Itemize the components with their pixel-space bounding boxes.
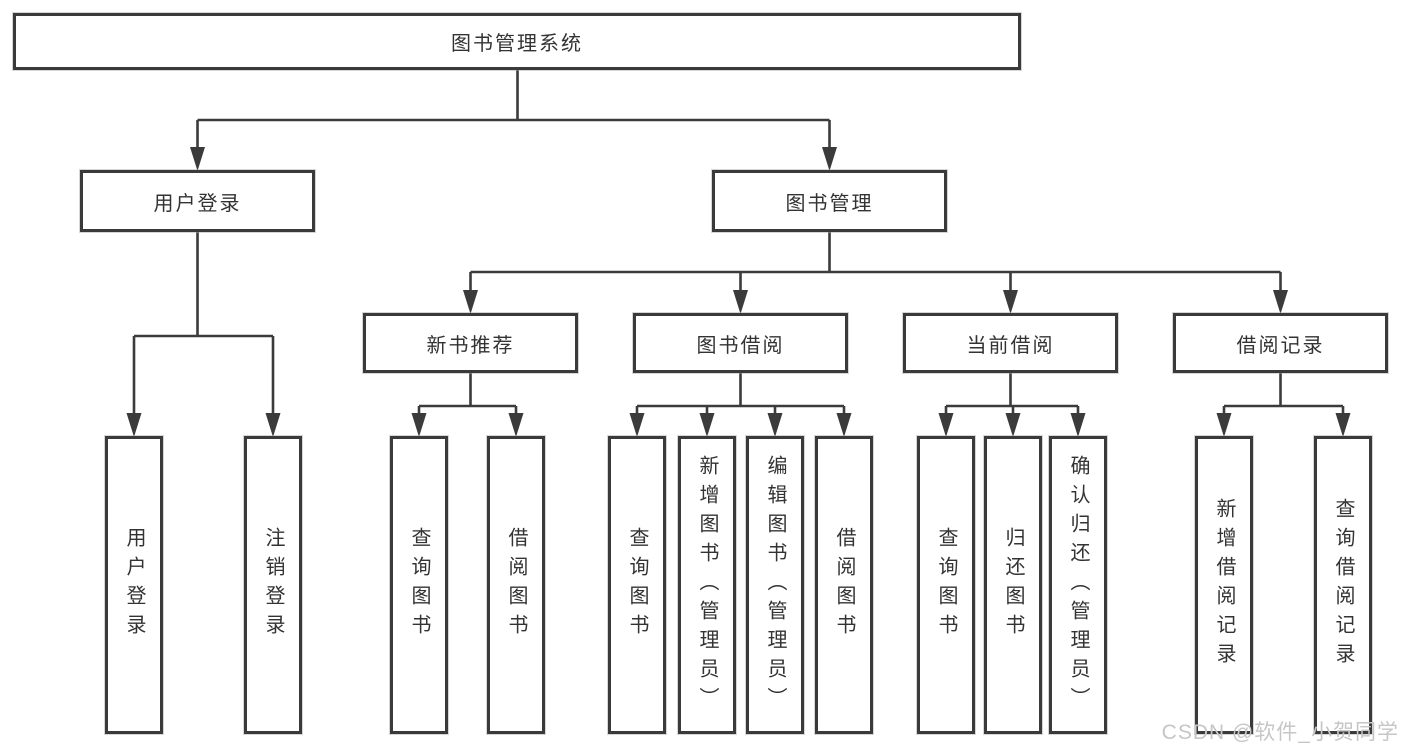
leaf-br-query-record: 查询借阅记录 bbox=[1314, 436, 1372, 734]
leaf-bb-query-books: 查询图书 bbox=[608, 436, 666, 734]
node-user-login-label: 用户登录 bbox=[153, 192, 242, 215]
node-borrow-records: 借阅记录 bbox=[1173, 313, 1388, 373]
leaf-logout-label: 注销登录 bbox=[262, 527, 284, 643]
leaf-user-login: 用户登录 bbox=[105, 436, 163, 734]
connector-bookmgmt-to-level3 bbox=[463, 232, 1288, 314]
csdn-watermark: CSDN @软件_小贺同学 bbox=[1161, 721, 1399, 744]
connector-bookborrow-to-leaves bbox=[629, 373, 852, 437]
node-book-borrow: 图书借阅 bbox=[633, 313, 848, 373]
leaf-nb-query-books: 查询图书 bbox=[390, 436, 448, 734]
connector-newbook-to-leaves bbox=[411, 373, 524, 437]
node-book-management: 图书管理 bbox=[712, 170, 947, 232]
leaf-nb-borrow-books-label: 借阅图书 bbox=[505, 527, 527, 643]
leaf-cb-return-books: 归还图书 bbox=[984, 436, 1042, 734]
leaf-cb-query-books-label: 查询图书 bbox=[935, 527, 957, 643]
leaf-br-add-record-label: 新增借阅记录 bbox=[1213, 498, 1235, 672]
node-new-book-recommend-label: 新书推荐 bbox=[426, 334, 515, 357]
node-book-management-label: 图书管理 bbox=[785, 192, 874, 215]
connector-borrowrecord-to-leaves bbox=[1216, 373, 1351, 437]
leaf-cb-return-books-label: 归还图书 bbox=[1002, 527, 1024, 643]
leaf-br-add-record: 新增借阅记录 bbox=[1195, 436, 1253, 734]
leaf-bb-query-books-label: 查询图书 bbox=[626, 527, 648, 643]
leaf-bb-borrow-books: 借阅图书 bbox=[815, 436, 873, 734]
node-current-borrow-label: 当前借阅 bbox=[966, 334, 1055, 357]
leaf-bb-add-books-admin-label: 新增图书（管理员） bbox=[696, 454, 718, 716]
leaf-logout: 注销登录 bbox=[244, 436, 302, 734]
leaf-user-login-label: 用户登录 bbox=[123, 527, 145, 643]
leaf-cb-query-books: 查询图书 bbox=[917, 436, 975, 734]
leaf-cb-confirm-return-admin-label: 确认归还（管理员） bbox=[1067, 454, 1089, 716]
leaf-cb-confirm-return-admin: 确认归还（管理员） bbox=[1049, 436, 1107, 734]
leaf-nb-query-books-label: 查询图书 bbox=[408, 527, 430, 643]
node-new-book-recommend: 新书推荐 bbox=[363, 313, 578, 373]
node-book-borrow-label: 图书借阅 bbox=[696, 334, 785, 357]
node-root-label: 图书管理系统 bbox=[451, 33, 583, 55]
connector-userlogin-to-leaves bbox=[126, 232, 281, 437]
node-user-login: 用户登录 bbox=[80, 170, 315, 232]
leaf-bb-edit-books-admin: 编辑图书（管理员） bbox=[746, 436, 804, 734]
connector-currentborrow-to-leaves bbox=[938, 373, 1086, 437]
leaf-nb-borrow-books: 借阅图书 bbox=[487, 436, 545, 734]
node-root: 图书管理系统 bbox=[13, 13, 1021, 70]
leaf-br-query-record-label: 查询借阅记录 bbox=[1332, 498, 1354, 672]
leaf-bb-add-books-admin: 新增图书（管理员） bbox=[678, 436, 736, 734]
leaf-bb-edit-books-admin-label: 编辑图书（管理员） bbox=[764, 454, 786, 716]
connector-root-to-level2 bbox=[190, 70, 837, 171]
node-borrow-records-label: 借阅记录 bbox=[1236, 334, 1325, 357]
leaf-bb-borrow-books-label: 借阅图书 bbox=[833, 527, 855, 643]
node-current-borrow: 当前借阅 bbox=[903, 313, 1118, 373]
